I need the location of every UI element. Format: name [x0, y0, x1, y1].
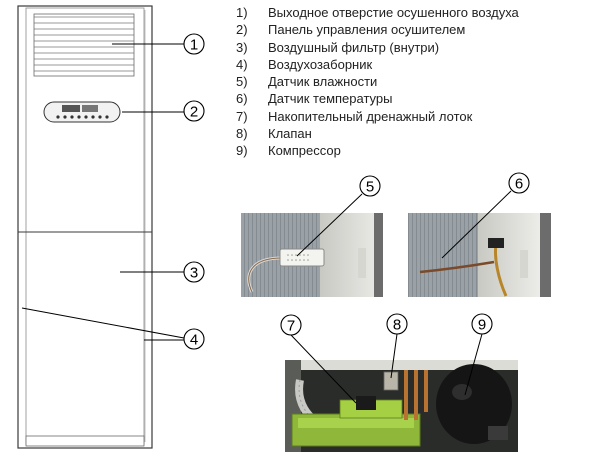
- legend-item: 4) Воздухозаборник: [236, 56, 586, 73]
- photo-temperature-sensor: [408, 213, 551, 297]
- callout-4: 4: [183, 328, 205, 350]
- legend-number: 4): [236, 56, 248, 72]
- callout-8: 8: [386, 313, 408, 335]
- callout-2: 2: [183, 100, 205, 122]
- legend-label: Выходное отверстие осушенного воздуха: [268, 5, 519, 20]
- legend-label: Датчик влажности: [268, 74, 378, 90]
- callout-7: 7: [280, 314, 302, 336]
- air-outlet-grille: [33, 13, 135, 77]
- parts-legend: 1)Выходное отверстие осушенного воздуха …: [236, 4, 586, 160]
- legend-number: 2): [236, 22, 248, 38]
- callout-3: 3: [183, 261, 205, 283]
- legend-item: 8) Клапан: [236, 125, 586, 142]
- legend-item: 9) Компрессор: [236, 142, 586, 159]
- callout-6: 6: [508, 172, 530, 194]
- legend-label: Датчик температуры: [268, 91, 393, 107]
- unit-body: [17, 5, 153, 449]
- legend-number: 6): [236, 91, 248, 107]
- legend-number: 3): [236, 39, 248, 55]
- svg-text:8: 8: [393, 317, 401, 334]
- callout-5: 5: [359, 175, 381, 197]
- unit-base: [25, 435, 145, 447]
- svg-text:3: 3: [190, 265, 198, 282]
- legend-item: 2) Панель управления осушителем: [236, 21, 586, 38]
- svg-text:2: 2: [190, 104, 198, 121]
- svg-text:6: 6: [515, 176, 523, 193]
- legend-label: Панель управления осушителем: [268, 22, 466, 38]
- svg-text:5: 5: [366, 179, 374, 196]
- control-buttons: [56, 115, 109, 119]
- compressor: [436, 364, 512, 444]
- legend-label: Накопительный дренажный лоток: [268, 108, 473, 124]
- legend-item: 6) Датчик температуры: [236, 90, 586, 107]
- legend-number: 5): [236, 74, 248, 90]
- photo-internals: [285, 360, 518, 452]
- control-display: [62, 105, 80, 112]
- legend-label: Воздушный фильтр (внутри): [268, 39, 440, 55]
- legend-number: 7): [236, 108, 248, 124]
- photo-humidity-sensor: [241, 213, 383, 297]
- legend-label: Компрессор: [268, 143, 341, 159]
- legend-number: 1): [236, 5, 248, 20]
- legend-number: 9): [236, 143, 248, 159]
- legend-item: 7) Накопительный дренажный лоток: [236, 108, 586, 125]
- svg-text:9: 9: [478, 317, 486, 334]
- control-panel: [43, 101, 121, 123]
- valve: [383, 371, 399, 391]
- callout-1: 1: [183, 33, 205, 55]
- legend-number: 8): [236, 126, 248, 142]
- legend-item: 3) Воздушный фильтр (внутри): [236, 39, 586, 56]
- callout-9: 9: [471, 313, 493, 335]
- legend-label: Клапан: [268, 126, 312, 142]
- legend-item: 1) Выходное отверстие осушенного воздуха: [236, 4, 586, 21]
- legend-label: Воздухозаборник: [268, 56, 373, 72]
- legend-item: 5) Датчик влажности: [236, 73, 586, 90]
- humidity-sensor: [279, 248, 325, 267]
- svg-text:4: 4: [190, 332, 198, 349]
- svg-text:1: 1: [190, 37, 198, 54]
- svg-text:7: 7: [287, 318, 295, 335]
- temperature-sensor: [488, 238, 504, 248]
- dehumidifier-unit: [17, 5, 153, 449]
